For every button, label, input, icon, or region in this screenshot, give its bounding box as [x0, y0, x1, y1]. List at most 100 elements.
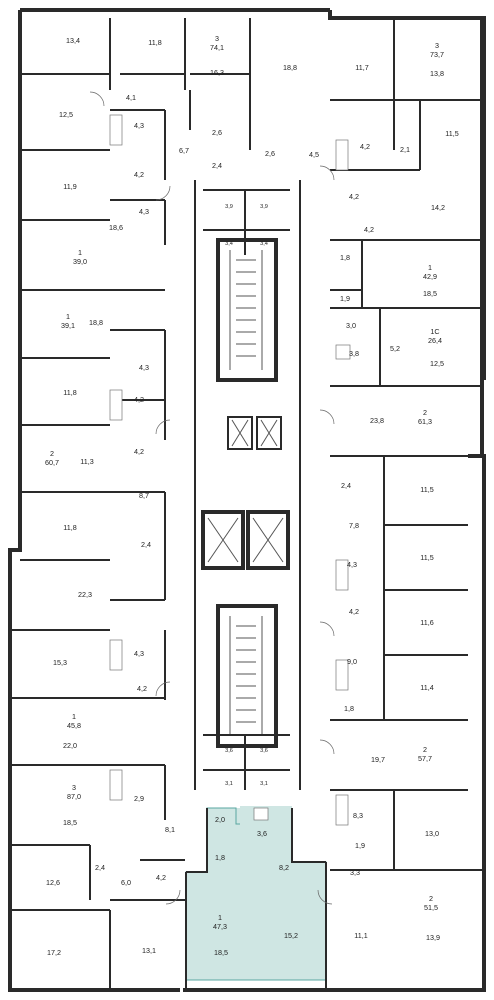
room-area: 2,6 — [265, 149, 275, 158]
room-area: 11,8 — [148, 38, 161, 47]
room-area: 2,4 — [141, 540, 151, 549]
apt-1-39-1-rooms: 1 — [66, 312, 70, 321]
apt-1c-26-area: 26,4 — [428, 336, 442, 345]
room-area: 4,2 — [156, 873, 166, 882]
apt-1-47-rooms: 1 — [218, 913, 222, 922]
room-area: 22,3 — [78, 590, 92, 599]
room-area: 11,6 — [420, 618, 433, 627]
room-area: 4,2 — [349, 607, 359, 616]
room-area: 1,8 — [344, 704, 354, 713]
apt-1-45-area: 45,8 — [67, 721, 81, 730]
room-area: 3,0 — [346, 321, 356, 330]
apt-3-74-rooms: 3 — [215, 34, 219, 43]
room-area: 12,5 — [430, 359, 444, 368]
left-wing-walls — [10, 18, 251, 990]
room-area: 7,8 — [349, 521, 359, 530]
room-area: 13,1 — [142, 946, 156, 955]
room-area: 3,3 — [350, 868, 360, 877]
room-area: 18,5 — [214, 948, 228, 957]
room-area: 8,3 — [353, 811, 363, 820]
room-area: 11,5 — [445, 129, 458, 138]
room-area: 14,2 — [431, 203, 445, 212]
room-area: 2,4 — [212, 161, 222, 170]
room-area: 22,0 — [63, 741, 77, 750]
room-area: 15,3 — [53, 658, 67, 667]
room-area: 11,3 — [80, 457, 93, 466]
room-area: 2,4 — [95, 863, 105, 872]
room-area: 11,4 — [420, 683, 433, 692]
right-wing-walls — [330, 18, 484, 871]
room-area: 13,4 — [66, 36, 80, 45]
bathroom-fixtures — [109, 114, 351, 826]
room-area: 4,2 — [349, 192, 359, 201]
room-area: 3,6 — [257, 829, 267, 838]
room-area: 17,2 — [47, 948, 61, 957]
room-area: 4,3 — [347, 560, 357, 569]
room-area: 2,0 — [215, 815, 225, 824]
apt-3-87-rooms: 3 — [72, 783, 76, 792]
room-area: 3,1 — [225, 781, 233, 787]
room-area: 18,8 — [283, 63, 297, 72]
room-area: 2,6 — [212, 128, 222, 137]
room-area: 4,3 — [134, 121, 144, 130]
apt-2-51-rooms: 2 — [429, 894, 433, 903]
room-area: 12,6 — [46, 878, 60, 887]
room-area: 4,2 — [134, 170, 144, 179]
room-area: 4,3 — [139, 363, 149, 372]
room-area: 11,8 — [63, 523, 76, 532]
room-area: 1,8 — [215, 853, 225, 862]
apt-3-87-area: 87,0 — [67, 792, 81, 801]
room-area: 8,7 — [139, 491, 149, 500]
apt-3-73-area: 73,7 — [430, 50, 444, 59]
room-area: 1,9 — [355, 841, 365, 850]
room-area: 4,5 — [309, 150, 319, 159]
room-area: 4,2 — [137, 684, 147, 693]
room-area: 19,7 — [371, 755, 385, 764]
room-area: 9,0 — [347, 657, 357, 666]
room-area: 4,3 — [139, 207, 149, 216]
room-area: 2,4 — [341, 481, 351, 490]
room-area: 23,8 — [370, 416, 384, 425]
room-area: 13,0 — [425, 829, 439, 838]
room-area: 15,2 — [284, 931, 298, 940]
room-area: 11,1 — [354, 931, 367, 940]
apt-1-42-rooms: 1 — [428, 263, 432, 272]
room-area: 18,8 — [89, 318, 103, 327]
room-area: 18,5 — [63, 818, 77, 827]
room-area: 6,7 — [179, 146, 189, 155]
room-area: 8,1 — [165, 825, 175, 834]
room-area: 3,6 — [260, 748, 268, 754]
room-area: 11,5 — [420, 485, 433, 494]
room-area: 13,9 — [426, 933, 440, 942]
room-area: 5,2 — [390, 344, 400, 353]
room-area: 18,5 — [423, 289, 437, 298]
apt-3-73-rooms: 3 — [435, 41, 439, 50]
outer-walls — [8, 8, 486, 992]
room-area: 11,9 — [63, 182, 76, 191]
room-area: 4,2 — [360, 142, 370, 151]
room-area: 13,8 — [430, 69, 444, 78]
apt-2-57-rooms: 2 — [423, 745, 427, 754]
room-area: 3,1 — [260, 781, 268, 787]
door-swings — [89, 91, 335, 905]
apt-1-39-0-area: 39,0 — [73, 257, 87, 266]
central-core — [194, 180, 301, 790]
room-area: 12,5 — [59, 110, 73, 119]
apt-2-51-area: 51,5 — [424, 903, 438, 912]
apt-1c-26-rooms: 1С — [430, 327, 439, 336]
room-area: 3,9 — [260, 204, 268, 210]
room-area: 11,7 — [355, 63, 368, 72]
room-area: 3,6 — [225, 748, 233, 754]
room-area: 11,8 — [63, 388, 76, 397]
apt-3-74-area: 74,1 — [210, 43, 224, 52]
apt-2-61-rooms: 2 — [423, 408, 427, 417]
room-area: 2,1 — [400, 145, 410, 154]
room-area: 4,3 — [134, 649, 144, 658]
room-area: 1,9 — [340, 294, 350, 303]
room-area: 4,1 — [126, 93, 136, 102]
apt-1-42-area: 42,9 — [423, 272, 437, 281]
apt-1-39-1-area: 39,1 — [61, 321, 75, 330]
room-area: 4,2 — [134, 447, 144, 456]
room-area: 1,8 — [340, 253, 350, 262]
